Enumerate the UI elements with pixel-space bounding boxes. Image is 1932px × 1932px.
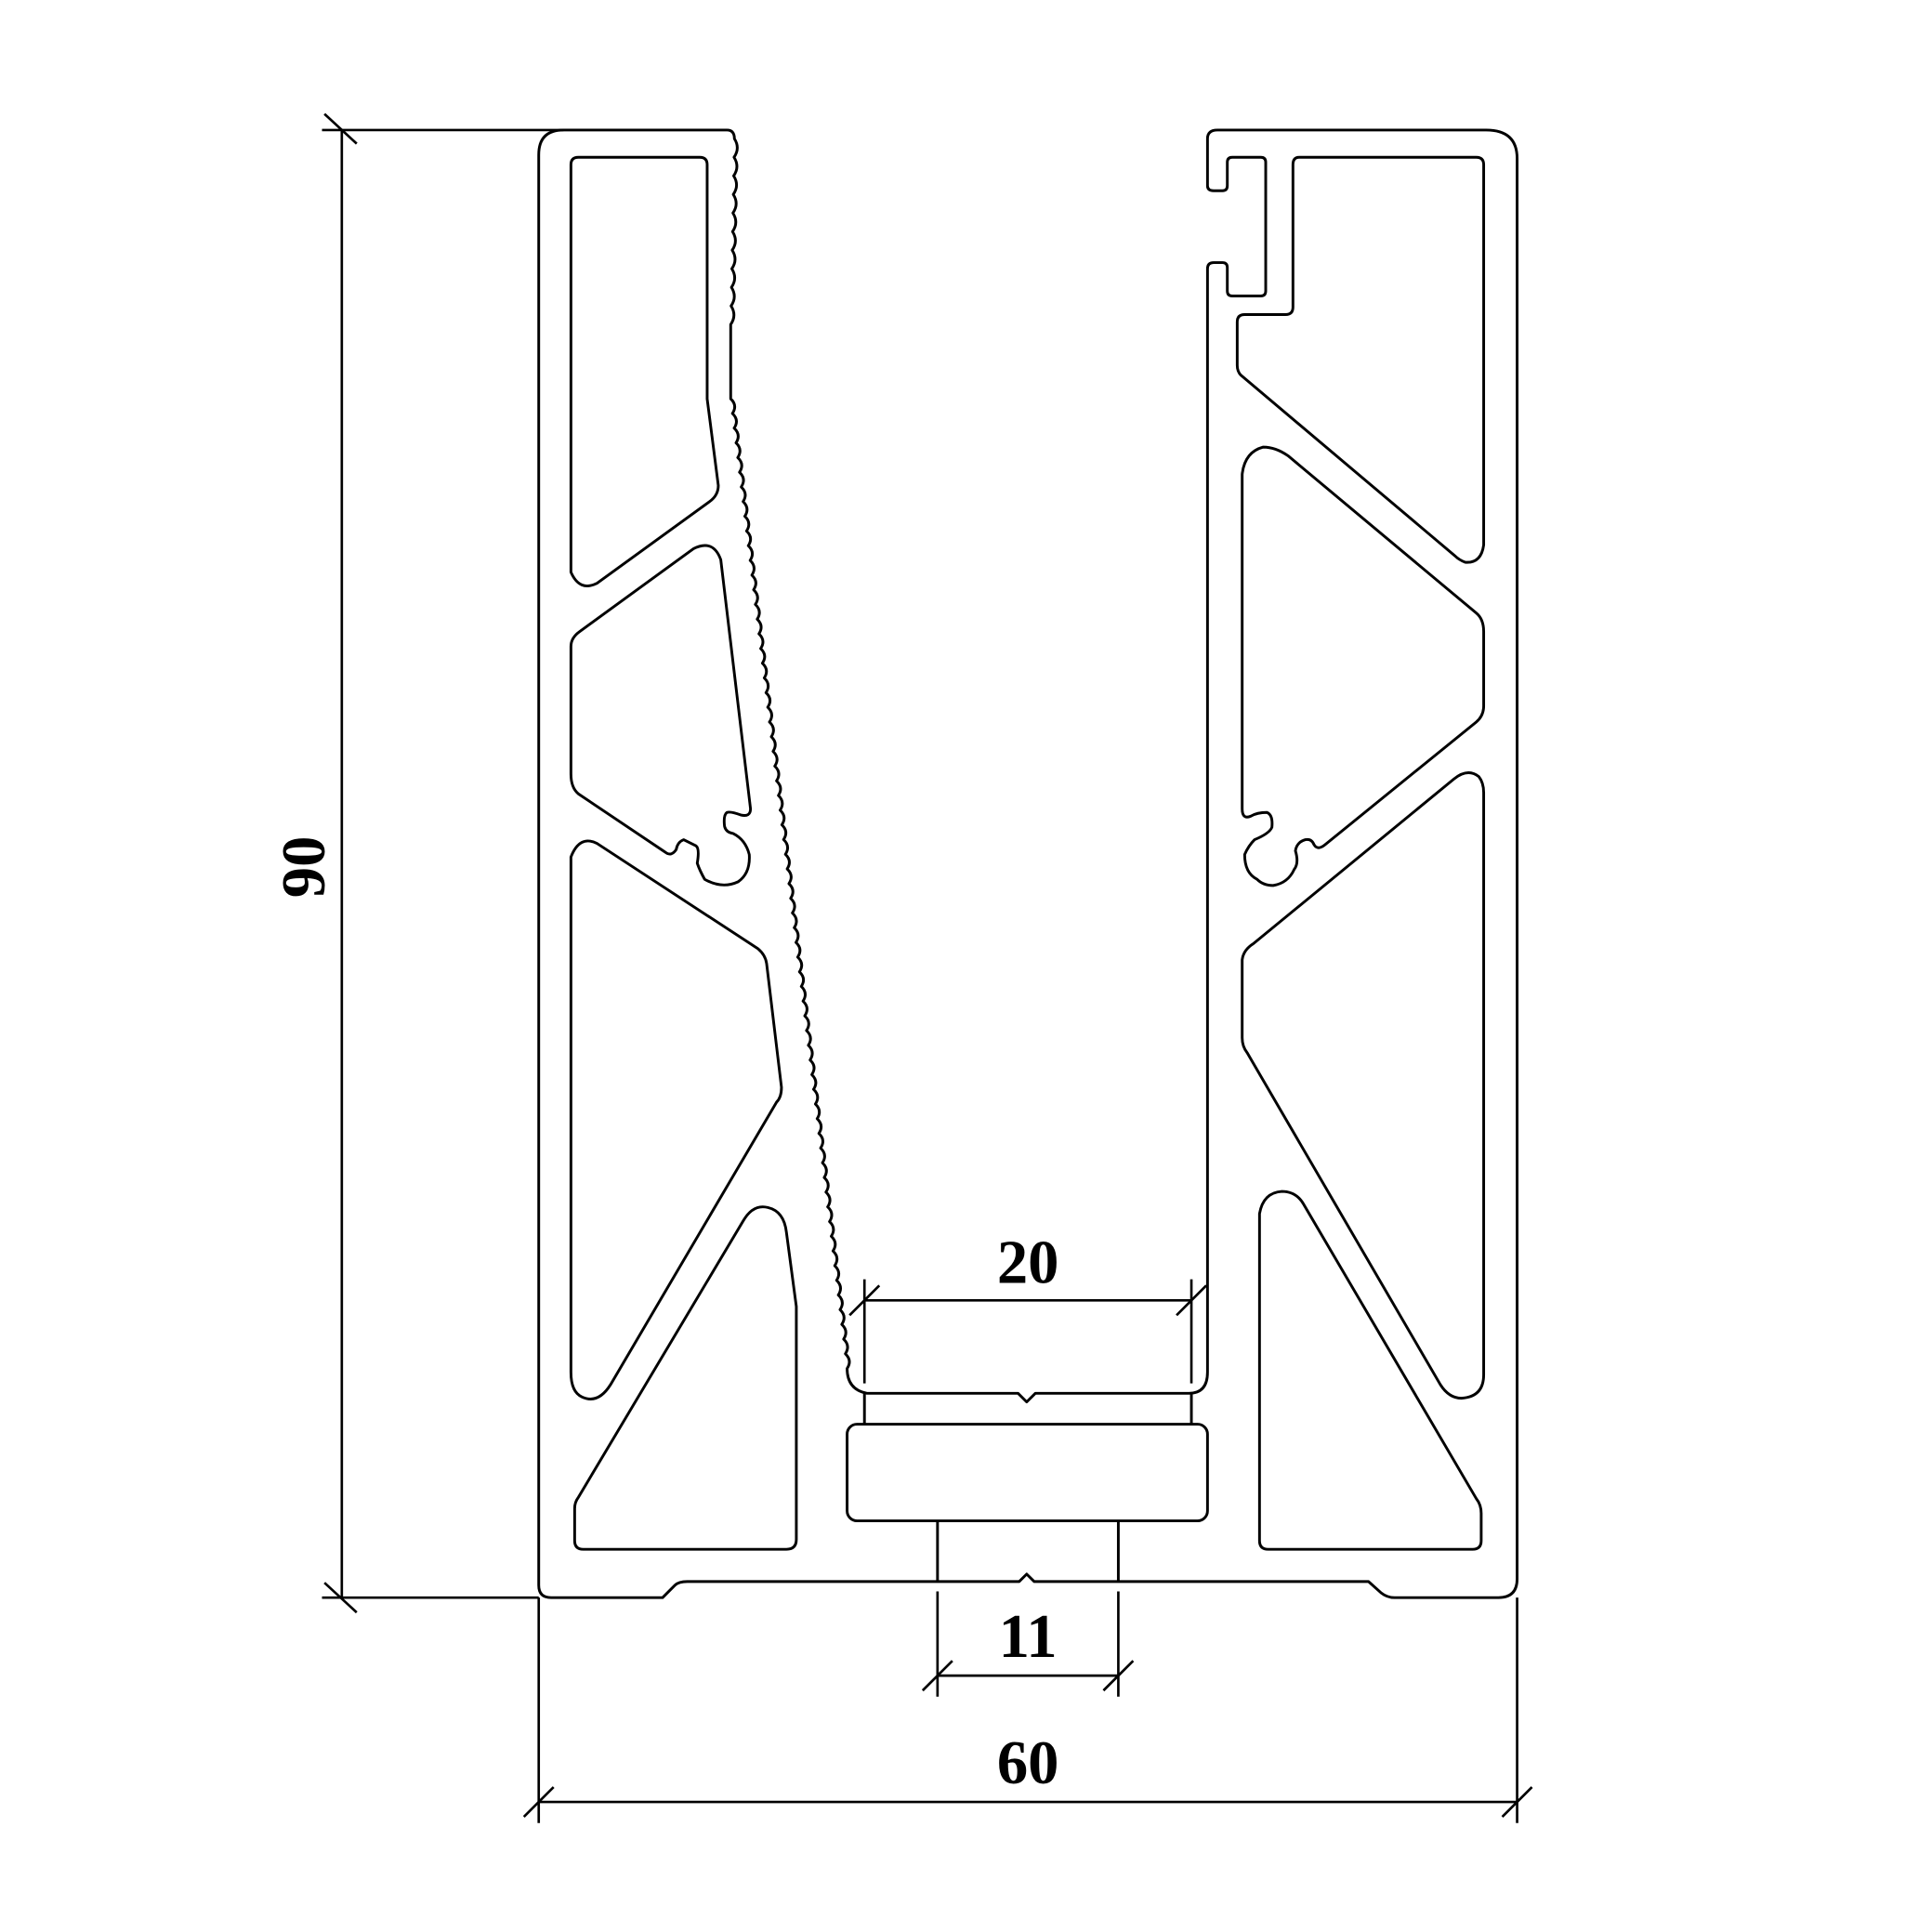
- width-label: 60: [997, 1729, 1059, 1797]
- channel-width-label: 20: [997, 1229, 1059, 1297]
- rubber-pad: [846, 1423, 1209, 1523]
- cavity-left-3: [569, 839, 783, 1400]
- cavity-right-2: [1241, 445, 1486, 887]
- outer-contour: [537, 128, 1519, 1599]
- cavity-left-4: [572, 1205, 798, 1551]
- dimension-height: 90: [270, 112, 564, 1614]
- cavity-left-1: [569, 155, 720, 587]
- cavity-right-3: [1241, 771, 1486, 1400]
- spacer-block: [846, 1393, 1209, 1582]
- cavity-right-1: [1235, 155, 1486, 564]
- cavity-right-4: [1257, 1189, 1483, 1551]
- cavity-left-2: [569, 544, 753, 887]
- base-width-label: 11: [999, 1603, 1058, 1671]
- dimension-width: 60: [522, 1597, 1533, 1823]
- profile-outline: [537, 128, 1519, 1599]
- height-label: 90: [270, 836, 338, 899]
- dimension-channel-width: 20: [848, 1229, 1207, 1384]
- dimension-base-width: 11: [921, 1591, 1135, 1697]
